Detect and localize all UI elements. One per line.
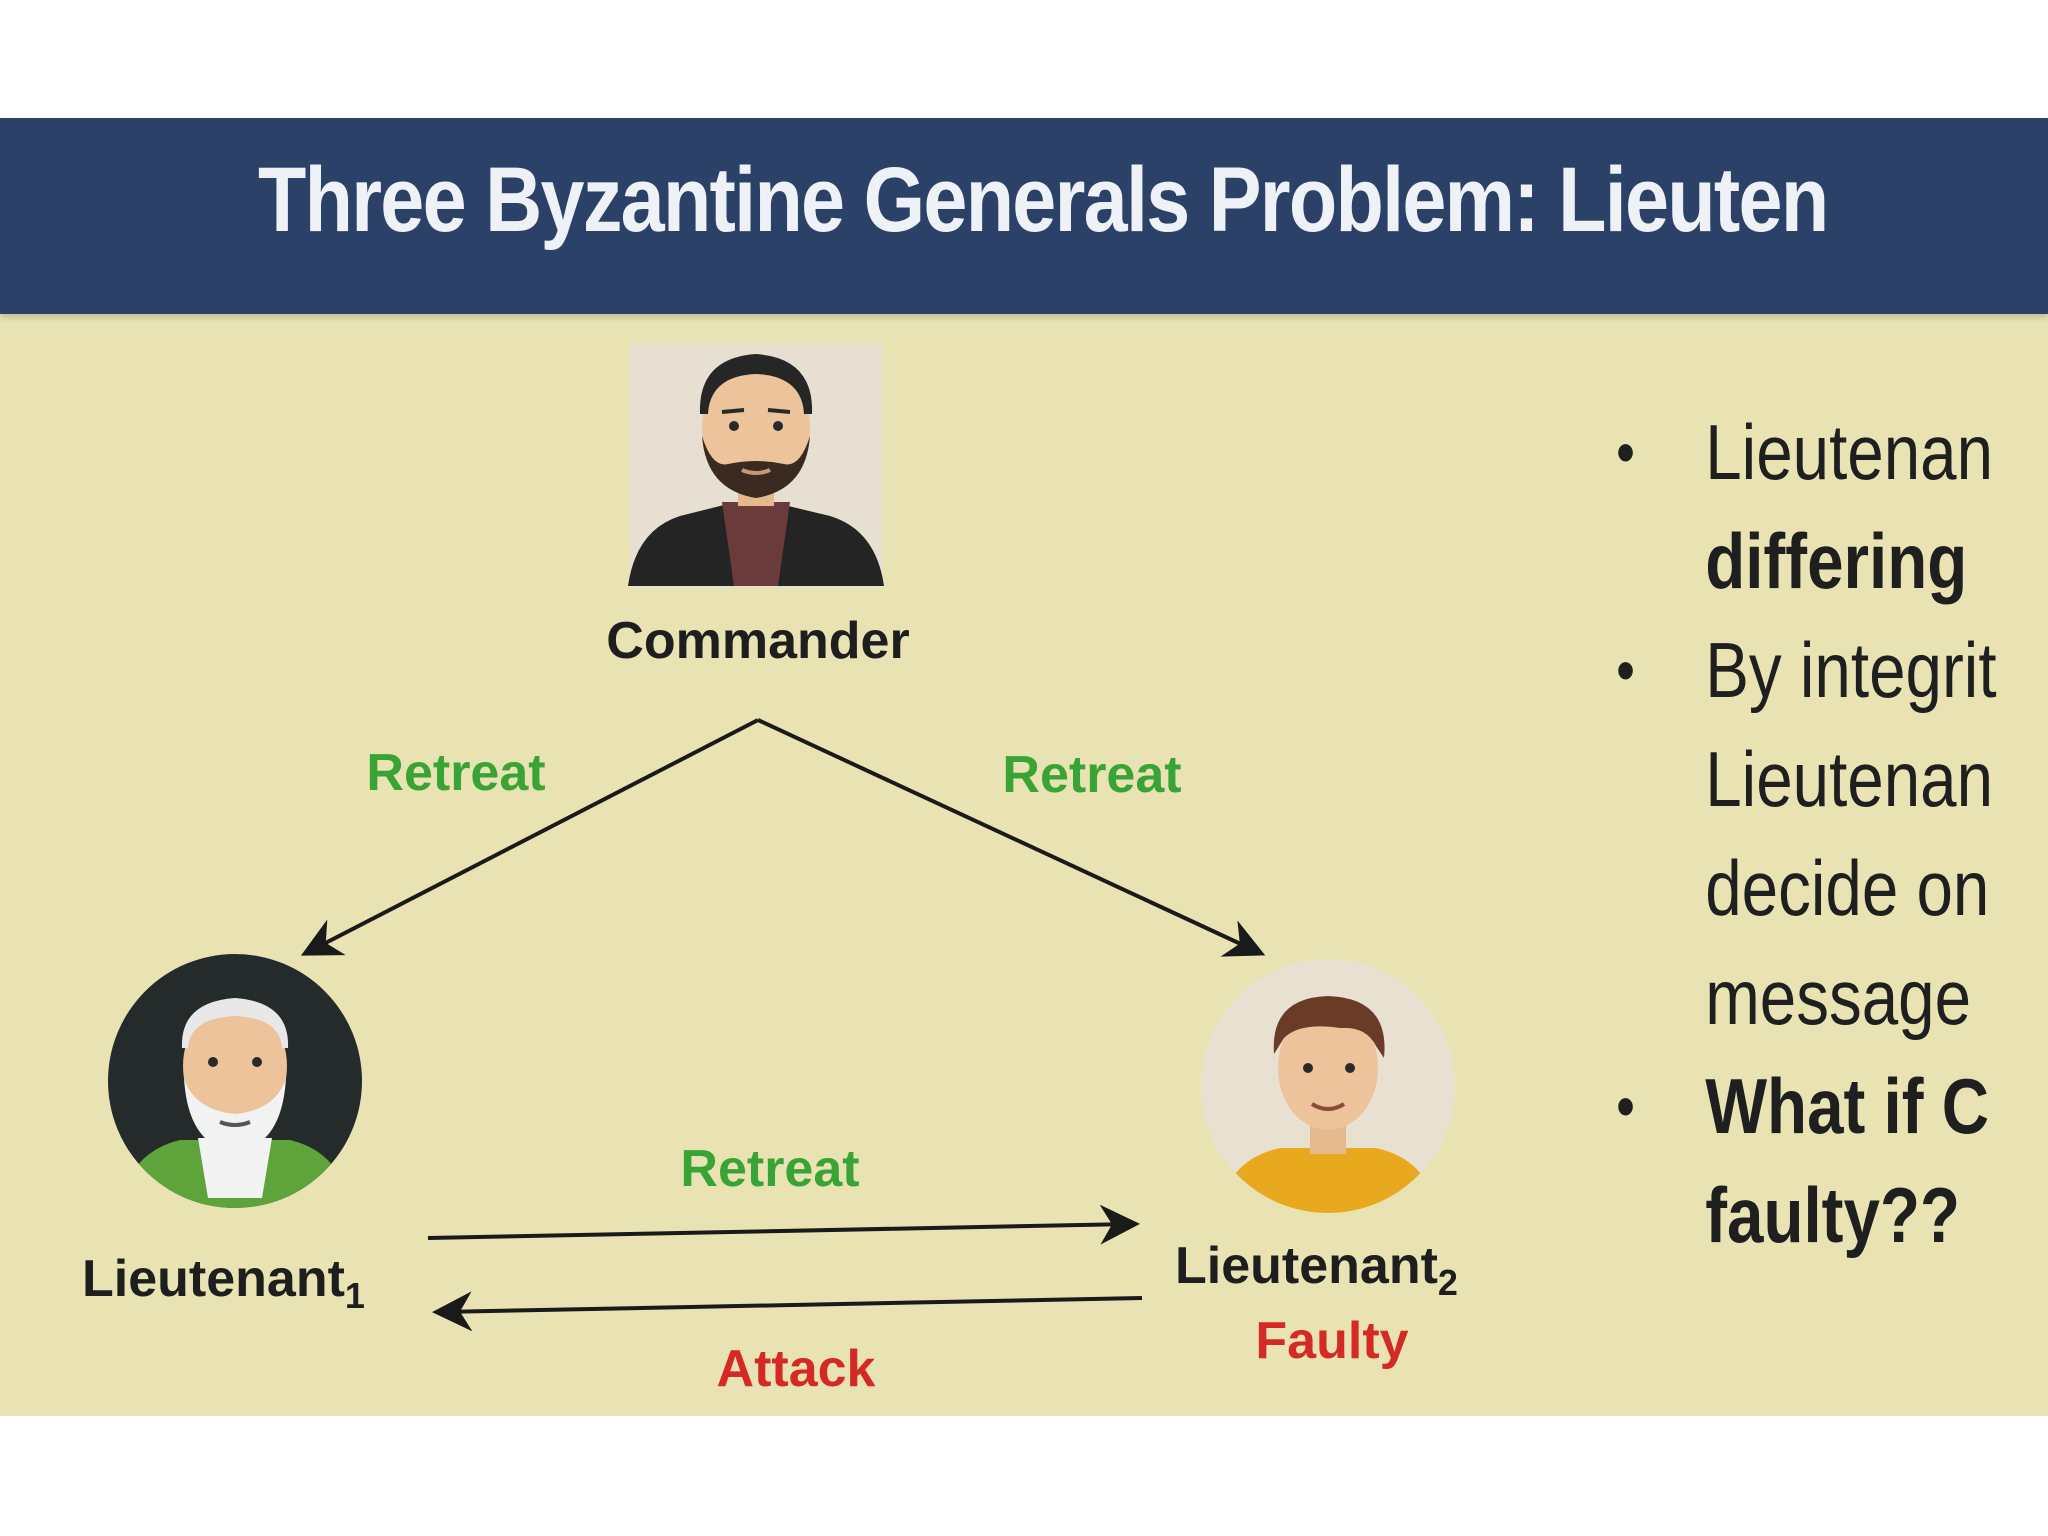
message-lieutenant1-to-lieutenant2: Retreat [680, 1140, 859, 1198]
arrow-lieutenant2-to-lieutenant1 [432, 1291, 1143, 1332]
title-bar: Three Byzantine Generals Problem: Lieute… [0, 118, 2048, 314]
lieutenant1-label: Lieutenant1 [82, 1250, 365, 1316]
bullet-item: • Lieutenan differing [1596, 398, 1994, 616]
lieutenant2-status-faulty: Faulty [1255, 1312, 1408, 1370]
bullet-line: Lieutenan [1705, 735, 1994, 823]
bullet-dot-icon: • [1616, 416, 1635, 488]
arrow-lieutenant1-to-lieutenant2 [427, 1204, 1140, 1245]
lieutenant1-avatar-icon [108, 954, 362, 1208]
lieutenant2-label: Lieutenant2 [1175, 1237, 1458, 1303]
bullet-line: faulty?? [1705, 1171, 1960, 1259]
commander-avatar-icon [628, 343, 884, 588]
bullet-dot-icon: • [1616, 634, 1635, 706]
bullet-line: Lieutenan [1705, 408, 1994, 496]
diagram: Commander Lieutenant1 [82, 343, 1458, 1398]
bullet-item: • What if C faulty?? [1596, 1052, 1990, 1270]
bullet-line: differing [1705, 517, 1968, 605]
commander-label: Commander [606, 612, 909, 670]
bullet-dot-icon: • [1616, 1070, 1635, 1142]
slide: Three Byzantine Generals Problem: Lieute… [0, 118, 2048, 1416]
bullet-line: message [1705, 953, 1972, 1041]
bullet-line: What if C [1705, 1062, 1990, 1150]
arrow-commander-to-lieutenant1 [300, 718, 759, 956]
message-commander-to-lieutenant1: Retreat [366, 744, 545, 802]
arrow-commander-to-lieutenant2 [757, 718, 1266, 957]
slide-title: Three Byzantine Generals Problem: Lieute… [258, 149, 1829, 251]
bullet-line: By integrit [1705, 626, 1997, 714]
bullet-line: decide on [1705, 844, 1990, 932]
message-lieutenant2-to-lieutenant1: Attack [717, 1340, 876, 1398]
message-commander-to-lieutenant2: Retreat [1002, 746, 1181, 804]
lieutenant2-avatar-icon [1201, 959, 1455, 1213]
